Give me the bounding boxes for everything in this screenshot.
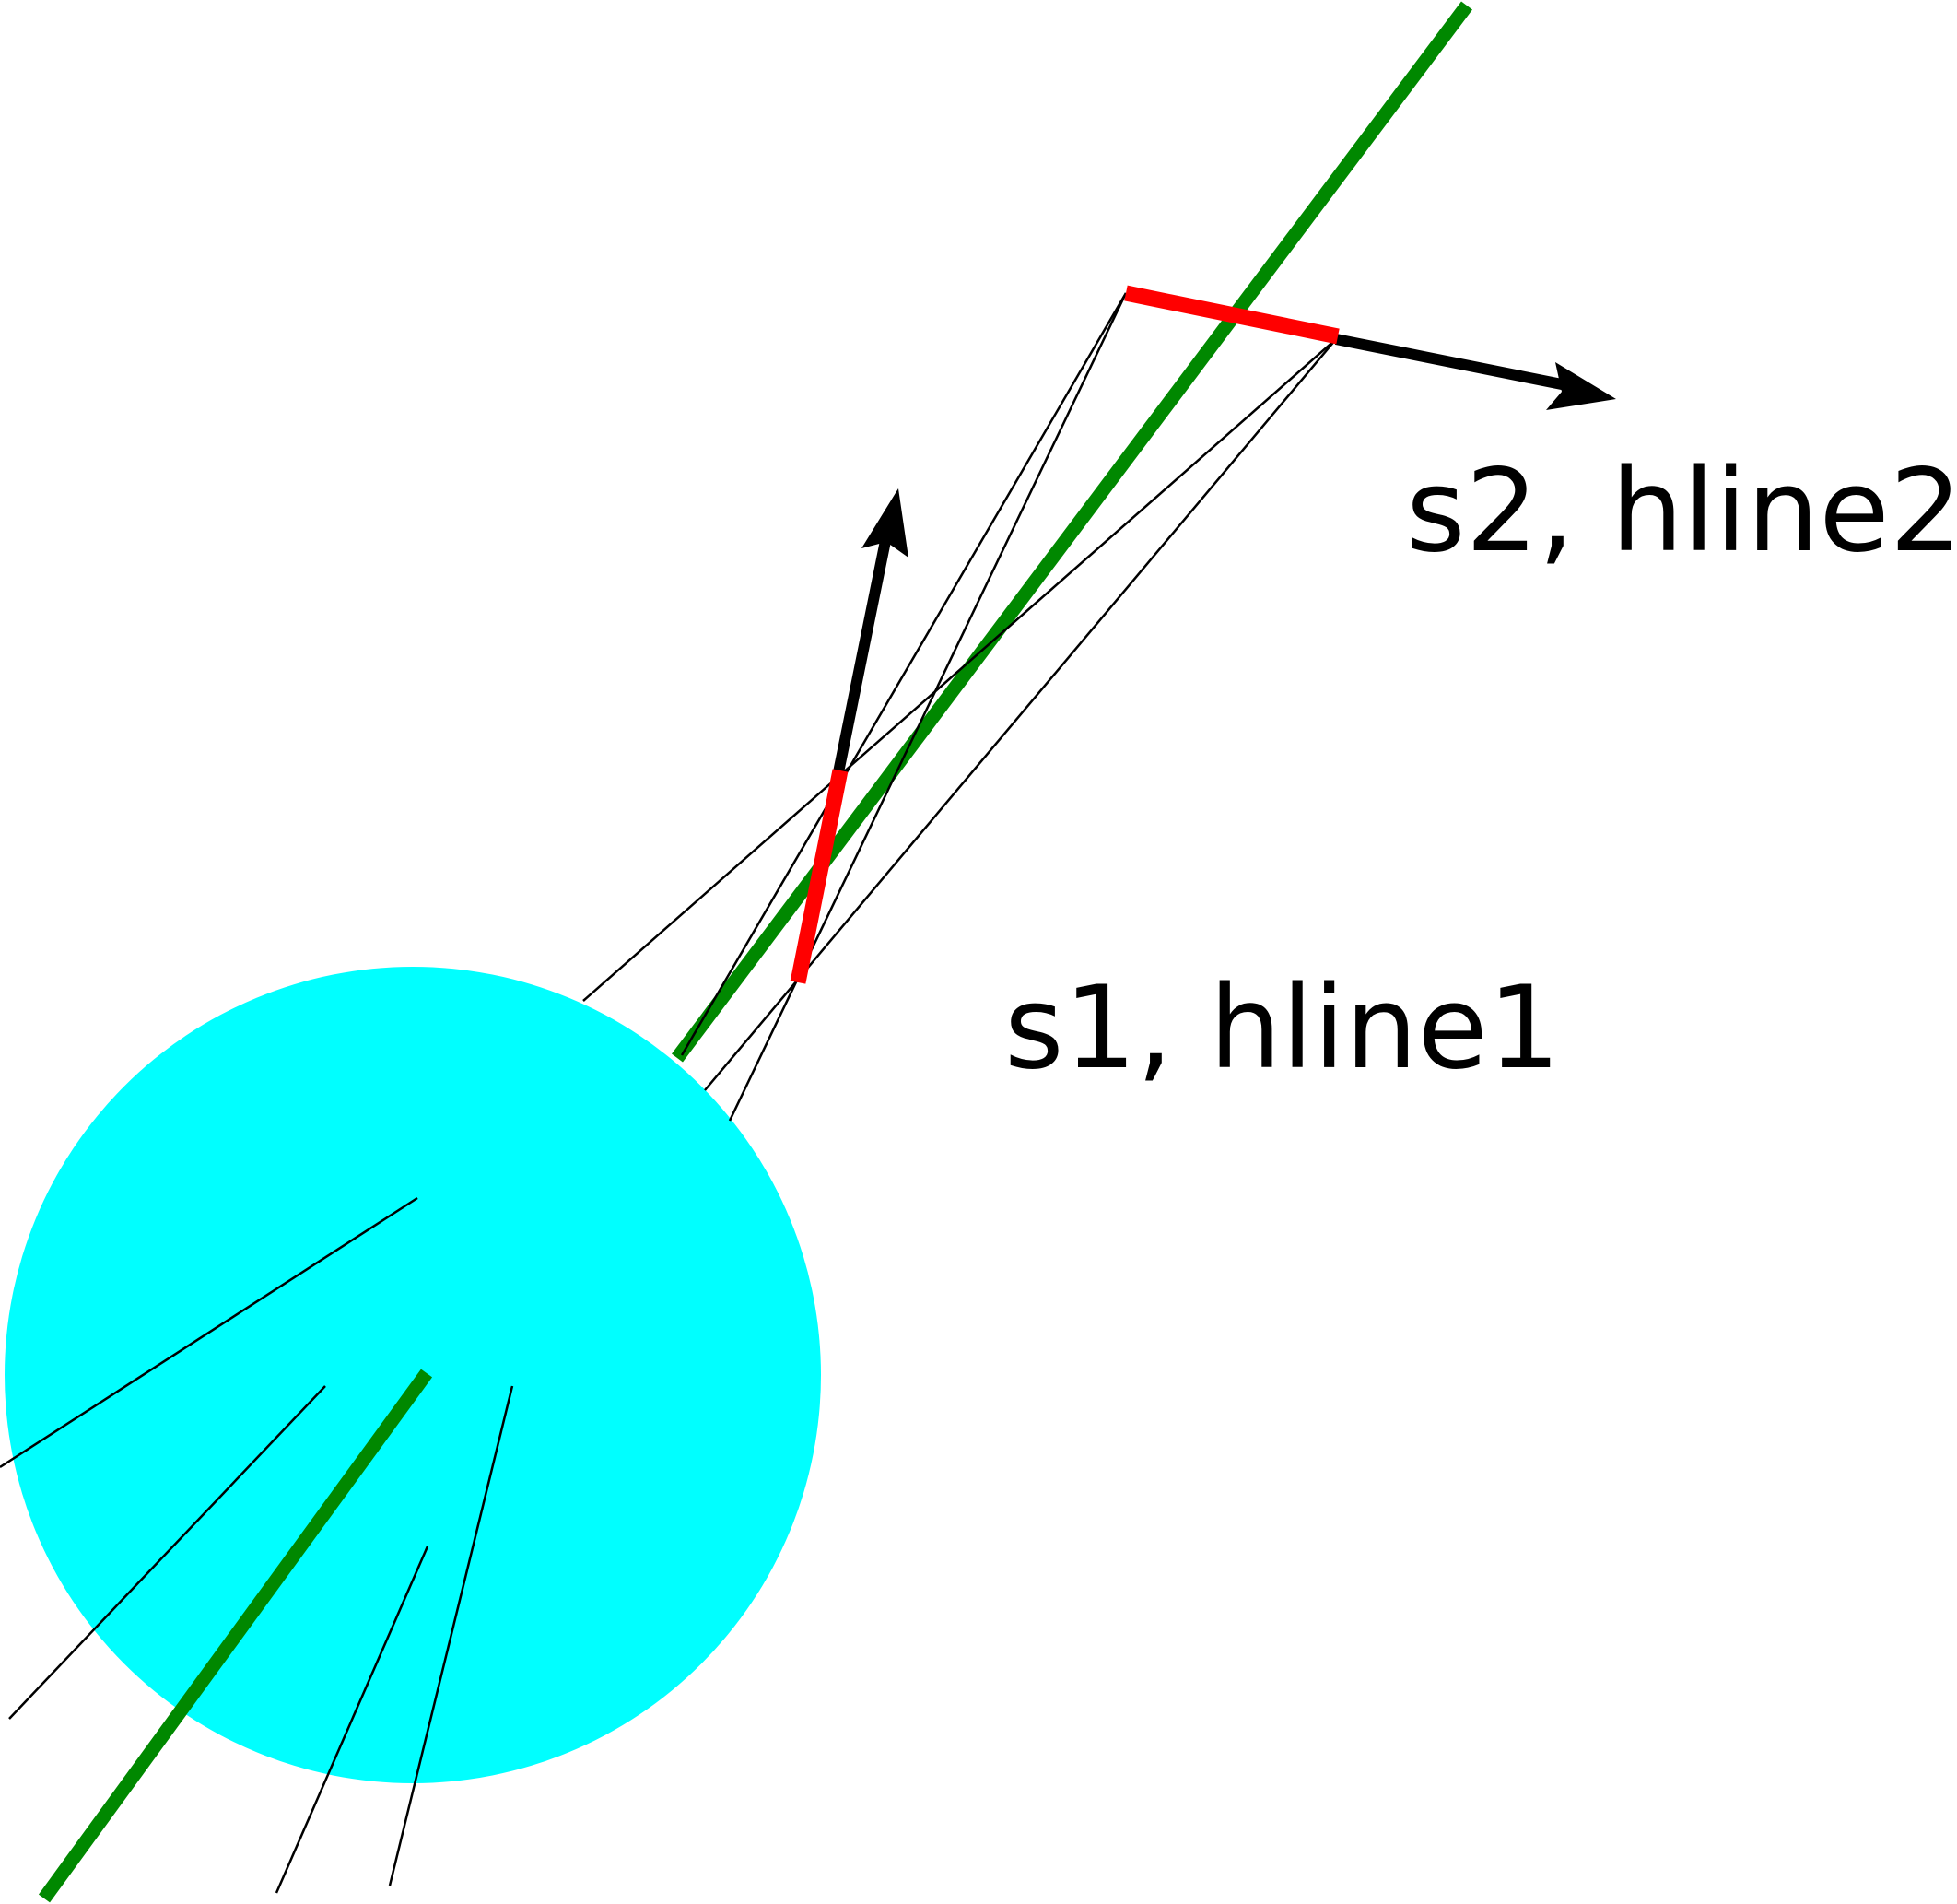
lower-ray-group (0, 1196, 514, 1894)
ray (680, 292, 1128, 1056)
upper-ray-group (582, 292, 1337, 1122)
normal-arrow-s1-shaft (833, 535, 892, 774)
ray (275, 1546, 429, 1894)
label-s2-hline2: s2, hline2 (1406, 445, 1957, 578)
ray (8, 1385, 326, 1720)
ray (388, 1385, 514, 1886)
label-s1-hline1: s1, hline1 (1004, 962, 1561, 1095)
green-line-upper (672, 1, 1472, 1063)
sphere (5, 967, 821, 1783)
normal-arrow-s2-shaft (1334, 334, 1568, 391)
ray (582, 338, 1337, 1002)
ray (0, 1196, 418, 1469)
ray (704, 338, 1337, 1091)
red-segment-s1 (790, 769, 849, 984)
normal-arrow-s2-head (1546, 362, 1616, 410)
red-segment-s2 (1124, 285, 1340, 345)
normal-arrow-s1-head (861, 488, 908, 558)
green-line-lower (38, 1369, 433, 1903)
